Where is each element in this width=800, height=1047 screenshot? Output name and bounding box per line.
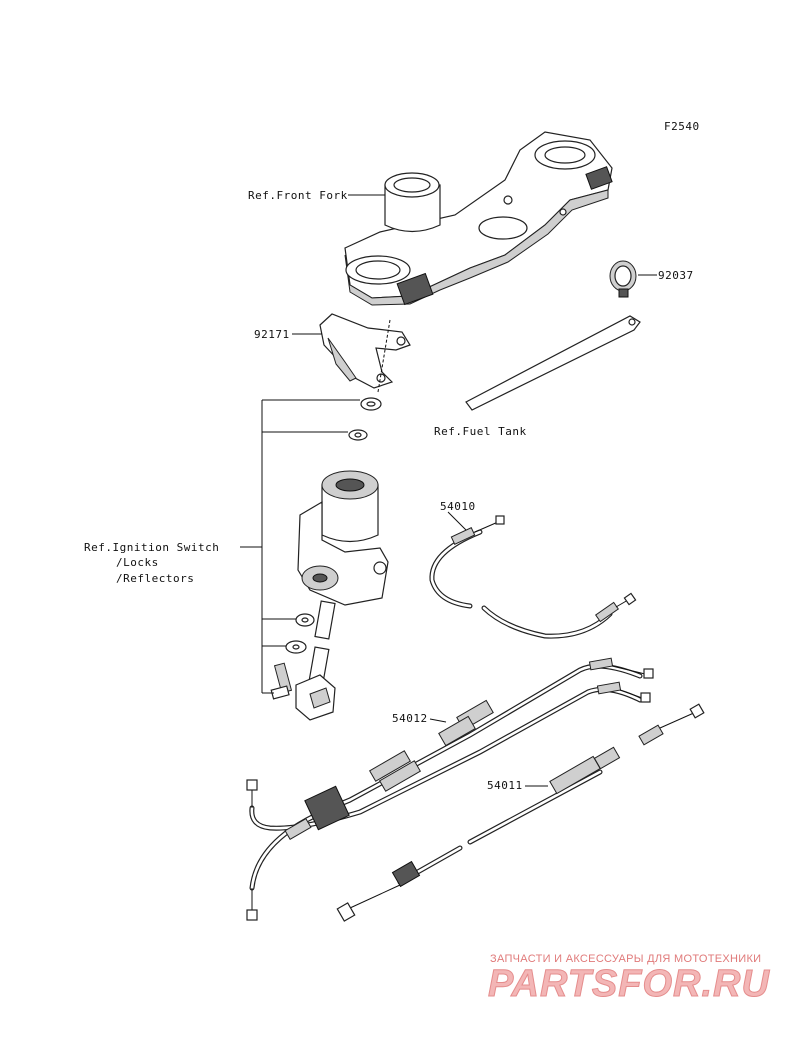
part-54010-label: 54010 [440,500,476,513]
watermark: ЗАПЧАСТИ И АКСЕССУАРЫ ДЛЯ МОТОТЕХНИКИ PA… [488,953,770,1006]
ref-front-fork-label: Ref.Front Fork [248,189,348,202]
cable-54012 [246,657,654,921]
bracket-92171 [319,313,411,389]
fuel-tank-strap [465,315,641,411]
part-54012-label: 54012 [392,712,428,725]
watermark-brand: PARTSFOR.RU [488,963,770,1005]
part-54011-label: 54011 [487,779,523,792]
cable-54010 [429,515,637,639]
figure-code: F2540 [664,120,700,133]
ref-reflectors-label: /Reflectors [116,572,194,585]
ref-fuel-tank-label: Ref.Fuel Tank [434,425,527,438]
ref-locks-label: /Locks [116,556,159,569]
ignition-switch [270,397,389,721]
watermark-tagline: ЗАПЧАСТИ И АКСЕССУАРЫ ДЛЯ МОТОТЕХНИКИ [490,953,761,965]
triple-clamp [344,131,613,306]
ref-ignition-switch-label: Ref.Ignition Switch [84,541,219,554]
part-92171-label: 92171 [254,328,290,341]
clamp-92037 [609,260,637,298]
cable-54011 [336,703,705,922]
part-92037-label: 92037 [658,269,694,282]
ignition-leader-bracket [240,399,360,694]
